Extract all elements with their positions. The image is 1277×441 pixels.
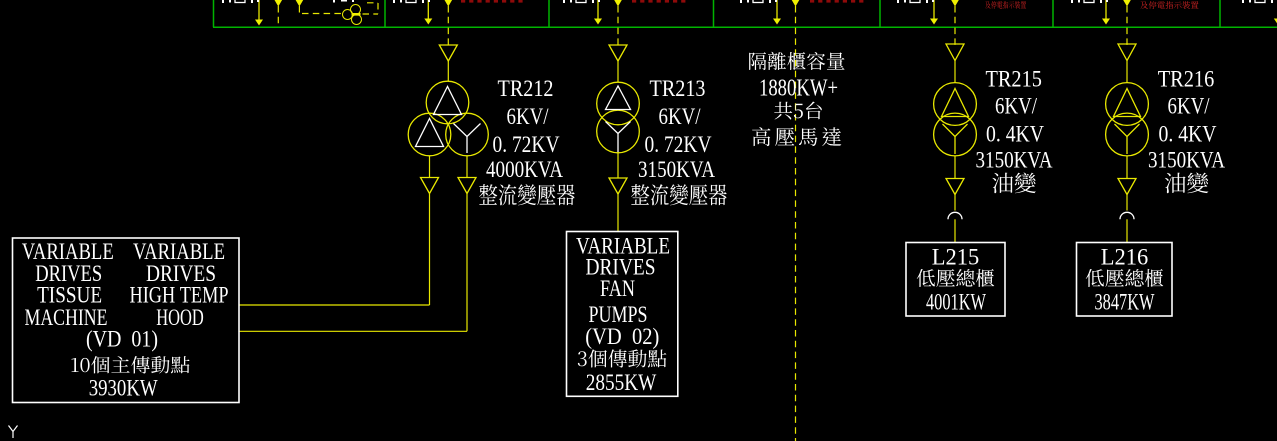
svg-text:0. 4KV: 0. 4KV bbox=[986, 122, 1044, 147]
svg-text:L215: L215 bbox=[932, 245, 980, 271]
svg-text:TR212: TR212 bbox=[498, 76, 554, 101]
svg-text:TR215: TR215 bbox=[985, 66, 1041, 91]
svg-text:6KV/: 6KV/ bbox=[995, 94, 1037, 119]
svg-text:2855KW: 2855KW bbox=[586, 370, 657, 395]
svg-text:3150KVA: 3150KVA bbox=[638, 157, 715, 182]
svg-text:DRIVES: DRIVES bbox=[586, 255, 656, 280]
svg-text:6KV/: 6KV/ bbox=[1168, 94, 1210, 119]
svg-text:6KV/: 6KV/ bbox=[507, 104, 549, 129]
svg-text:FAN: FAN bbox=[600, 276, 635, 301]
svg-text:MACHINE: MACHINE bbox=[25, 305, 108, 330]
svg-text:VARIABLE: VARIABLE bbox=[133, 239, 225, 264]
svg-text:HIGH TEMP: HIGH TEMP bbox=[130, 283, 229, 308]
svg-text:L216: L216 bbox=[1101, 245, 1149, 271]
svg-text:4001KW: 4001KW bbox=[926, 290, 986, 315]
svg-text:HOOD: HOOD bbox=[156, 305, 204, 330]
svg-text:VARIABLE: VARIABLE bbox=[22, 239, 114, 264]
svg-text:3150KVA: 3150KVA bbox=[976, 148, 1053, 173]
svg-text:(VD 01): (VD 01) bbox=[86, 327, 158, 352]
svg-text:0. 72KV: 0. 72KV bbox=[493, 132, 560, 157]
svg-text:DRIVES: DRIVES bbox=[146, 261, 216, 286]
svg-text:0. 72KV: 0. 72KV bbox=[645, 132, 712, 157]
svg-text:4000KVA: 4000KVA bbox=[486, 157, 563, 182]
svg-text:0. 4KV: 0. 4KV bbox=[1159, 122, 1217, 147]
svg-text:1880KW+: 1880KW+ bbox=[759, 75, 838, 102]
svg-text:PUMPS: PUMPS bbox=[589, 302, 648, 327]
svg-text:TISSUE: TISSUE bbox=[37, 283, 102, 308]
svg-text:3847KW: 3847KW bbox=[1095, 290, 1155, 315]
svg-text:3150KVA: 3150KVA bbox=[1148, 148, 1225, 173]
svg-text:3930KW: 3930KW bbox=[89, 376, 158, 401]
svg-text:TR216: TR216 bbox=[1158, 66, 1215, 91]
svg-text:(VD 02): (VD 02) bbox=[585, 324, 659, 349]
svg-text:DRIVES: DRIVES bbox=[35, 261, 102, 286]
svg-text:6KV/: 6KV/ bbox=[659, 104, 701, 129]
svg-text:VARIABLE: VARIABLE bbox=[576, 234, 670, 259]
svg-text:TR213: TR213 bbox=[650, 76, 706, 101]
